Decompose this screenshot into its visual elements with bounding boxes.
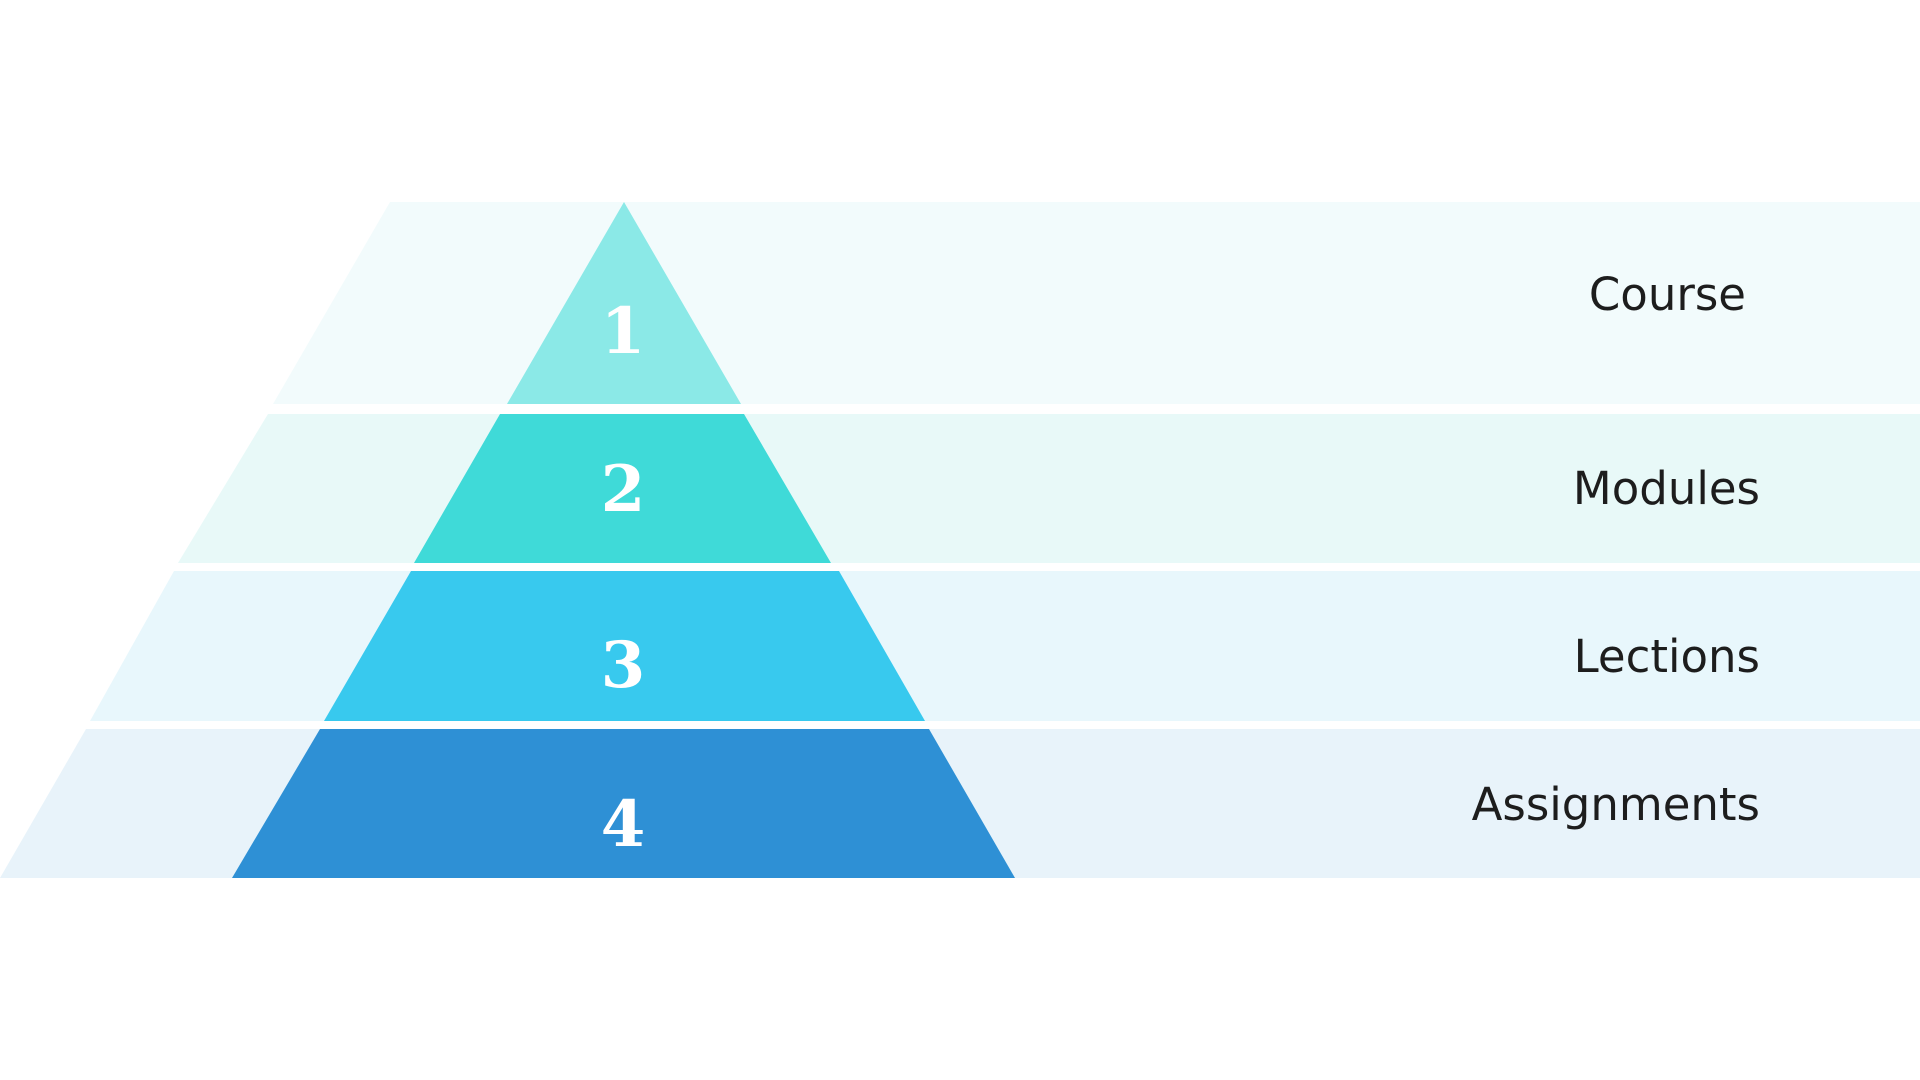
level-1-number: 1 <box>601 294 646 369</box>
level-4-label: Assignments <box>1472 778 1760 831</box>
level-2-segment <box>414 414 831 563</box>
level-2-number: 2 <box>601 452 646 527</box>
level-3-label: Lections <box>1574 630 1760 683</box>
level-3-number: 3 <box>601 628 646 703</box>
level-1-label: Course <box>1589 268 1746 321</box>
level-2-label: Modules <box>1573 462 1760 515</box>
level-4-segment <box>232 729 1015 878</box>
level-3-segment <box>324 571 925 721</box>
level-1-segment <box>507 202 741 404</box>
level-4-number: 4 <box>601 787 646 862</box>
